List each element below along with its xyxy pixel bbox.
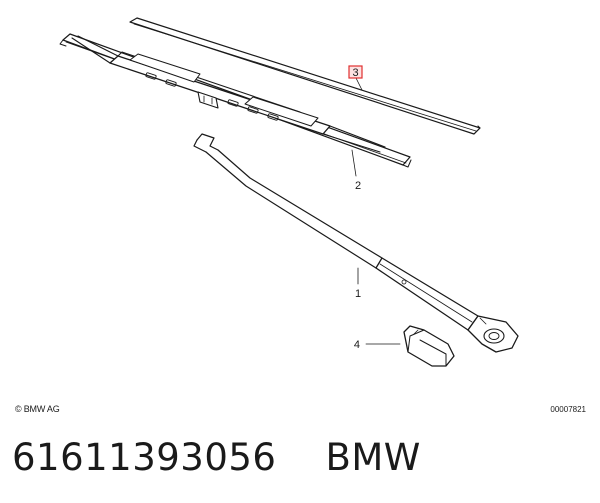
wiper-arm-cover-cap bbox=[365, 325, 455, 367]
caption-spacer bbox=[276, 436, 325, 479]
part-caption: 61611393056 BMW bbox=[12, 436, 421, 479]
drawing-number: 00007821 bbox=[550, 405, 586, 414]
wiper-arm bbox=[193, 133, 519, 353]
callout-label-2[interactable]: 2 bbox=[355, 180, 361, 192]
callout-label-3[interactable]: 3 bbox=[352, 67, 358, 79]
copyright-notice: © BMW AG bbox=[15, 404, 60, 414]
wiper-refill-strip bbox=[129, 17, 481, 135]
wiper-blade bbox=[59, 33, 412, 177]
callout-label-4[interactable]: 4 bbox=[354, 339, 360, 351]
brand-name: BMW bbox=[325, 436, 421, 479]
callout-3-leader bbox=[355, 77, 363, 91]
wiper-parts-diagram: 3 2 1 4 bbox=[59, 17, 519, 367]
callout-label-1[interactable]: 1 bbox=[355, 288, 361, 300]
callout-3-highlight-box bbox=[348, 65, 363, 79]
part-number: 61611393056 bbox=[12, 436, 277, 479]
